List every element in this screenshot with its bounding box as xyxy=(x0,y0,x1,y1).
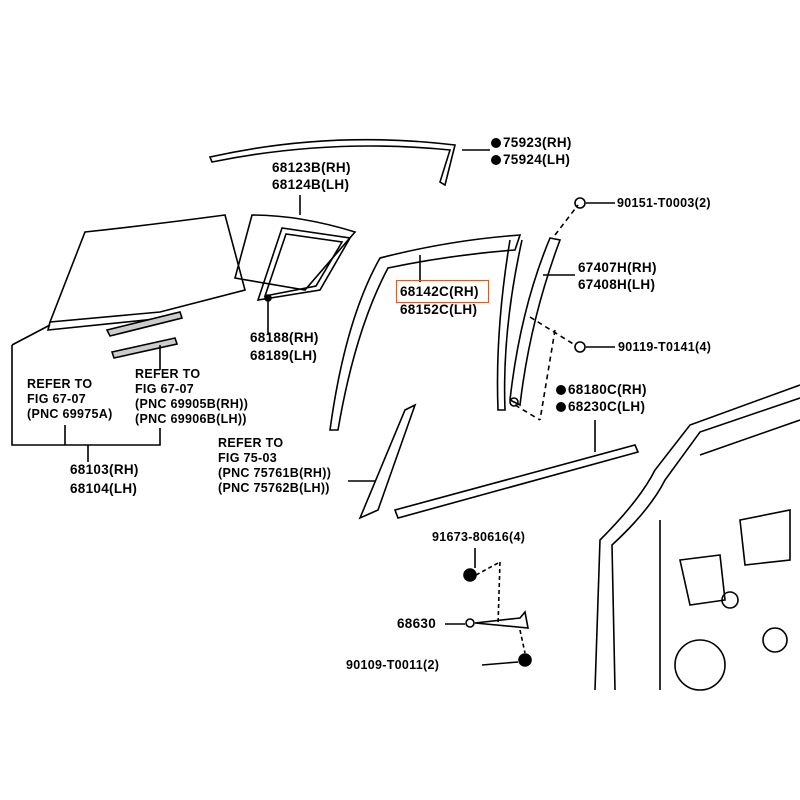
part-label-90109[interactable]: 90109-T0011(2) xyxy=(346,658,440,672)
window-frame-molding-drawing xyxy=(329,234,522,431)
bullet-icon xyxy=(556,385,566,395)
part-label-68104[interactable]: 68104(LH) xyxy=(70,481,138,496)
part-label-90119[interactable]: 90119-T0141(4) xyxy=(618,340,712,354)
refer-line: (PNC 75762B(LH)) xyxy=(218,481,330,495)
door-panel-drawing xyxy=(594,384,800,691)
bullet-icon xyxy=(491,138,501,148)
refer-line: FIG 67-07 xyxy=(27,392,86,406)
run-channel-drawing xyxy=(509,237,562,407)
part-label-75924[interactable]: 75924(LH) xyxy=(491,152,570,167)
part-label-90151[interactable]: 90151-T0003(2) xyxy=(617,196,711,210)
refer-line: REFER TO xyxy=(135,367,201,381)
roof-molding-drawing xyxy=(208,138,456,187)
part-label-67408h[interactable]: 67408H(LH) xyxy=(578,277,656,292)
refer-line: (PNC 75761B(RH)) xyxy=(218,466,332,480)
refer-line: FIG 67-07 xyxy=(135,382,194,396)
quarter-frame-drawing xyxy=(256,227,352,302)
bullet-icon xyxy=(491,155,501,165)
refer-line: REFER TO xyxy=(218,436,284,450)
refer-line: (PNC 69905B(RH)) xyxy=(135,397,249,411)
belt-weatherstrip-drawing xyxy=(393,444,640,519)
quarter-glass-drawing xyxy=(233,214,357,291)
part-number: 75924(LH) xyxy=(503,152,571,167)
hinge-drawing xyxy=(474,610,529,629)
part-label-68142c[interactable]: 68142C(RH) xyxy=(400,284,479,299)
bullet-icon xyxy=(556,402,566,412)
part-label-68180c[interactable]: 68180C(RH) xyxy=(556,382,647,397)
refer-line: REFER TO xyxy=(27,377,93,391)
refer-note-1[interactable]: REFER TO FIG 67-07 (PNC 69975A) xyxy=(27,377,113,422)
refer-line: (PNC 69906B(LH)) xyxy=(135,412,247,426)
part-label-68188[interactable]: 68188(RH) xyxy=(250,330,319,345)
part-label-91673[interactable]: 91673-80616(4) xyxy=(432,530,526,544)
highlight-box xyxy=(396,280,489,303)
refer-note-3[interactable]: REFER TO FIG 75-03 (PNC 75761B(RH)) (PNC… xyxy=(218,436,331,496)
part-number: 68180C(RH) xyxy=(568,382,647,397)
part-number: 75923(RH) xyxy=(503,135,572,150)
part-label-68189[interactable]: 68189(LH) xyxy=(250,348,318,363)
refer-line: (PNC 69975A) xyxy=(27,407,113,421)
refer-note-2[interactable]: REFER TO FIG 67-07 (PNC 69905B(RH)) (PNC… xyxy=(135,367,248,427)
refer-line: FIG 75-03 xyxy=(218,451,277,465)
part-label-68103[interactable]: 68103(RH) xyxy=(70,462,139,477)
door-garnish-drawing xyxy=(358,403,417,520)
part-label-68124b[interactable]: 68124B(LH) xyxy=(272,177,350,192)
part-label-68230c[interactable]: 68230C(LH) xyxy=(556,399,645,414)
part-label-68152c[interactable]: 68152C(LH) xyxy=(400,302,478,317)
part-label-68123b[interactable]: 68123B(RH) xyxy=(272,160,351,175)
belt-molding-drawing xyxy=(105,311,184,337)
part-label-68630[interactable]: 68630 xyxy=(397,616,437,631)
part-label-75923[interactable]: 75923(RH) xyxy=(491,135,572,150)
part-number: 68230C(LH) xyxy=(568,399,646,414)
door-glass-drawing xyxy=(48,214,246,323)
part-label-67407h[interactable]: 67407H(RH) xyxy=(578,260,657,275)
